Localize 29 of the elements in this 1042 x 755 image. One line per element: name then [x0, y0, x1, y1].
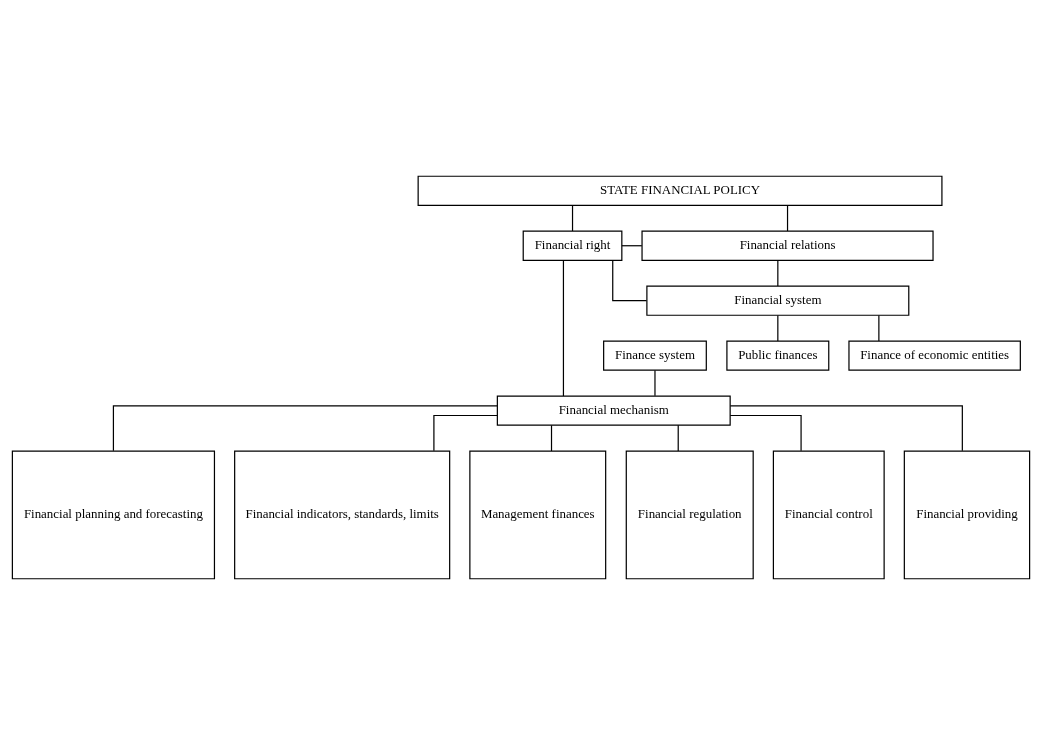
connector — [786, 204, 789, 232]
connector — [562, 259, 565, 397]
connector — [621, 245, 643, 247]
node-box: Financial right — [522, 230, 623, 261]
connector — [654, 369, 656, 397]
connector — [729, 414, 802, 452]
node-box: Financial providing — [903, 450, 1031, 580]
node-box: Financial mechanism — [496, 395, 731, 426]
connector — [550, 424, 553, 452]
connector — [571, 204, 574, 232]
connector — [777, 259, 779, 287]
connector — [878, 314, 880, 342]
node-box: STATE FINANCIAL POLICY — [417, 175, 943, 206]
node-box: Financial regulation — [625, 450, 754, 580]
node-box: Financial indicators, standards, limits — [234, 450, 451, 580]
connector — [433, 414, 498, 452]
node-box: Public finances — [726, 340, 830, 371]
node-box: Management finances — [469, 450, 607, 580]
connector — [777, 314, 779, 342]
node-box: Finance system — [603, 340, 707, 371]
node-box: Financial control — [772, 450, 885, 580]
connector — [677, 424, 679, 452]
node-box: Financial planning and forecasting — [11, 450, 216, 580]
connector — [612, 259, 648, 302]
node-box: Finance of economic entities — [848, 340, 1021, 371]
node-box: Financial relations — [641, 230, 934, 261]
connector — [729, 405, 963, 452]
node-box: Financial system — [646, 285, 910, 316]
connector — [112, 405, 498, 452]
